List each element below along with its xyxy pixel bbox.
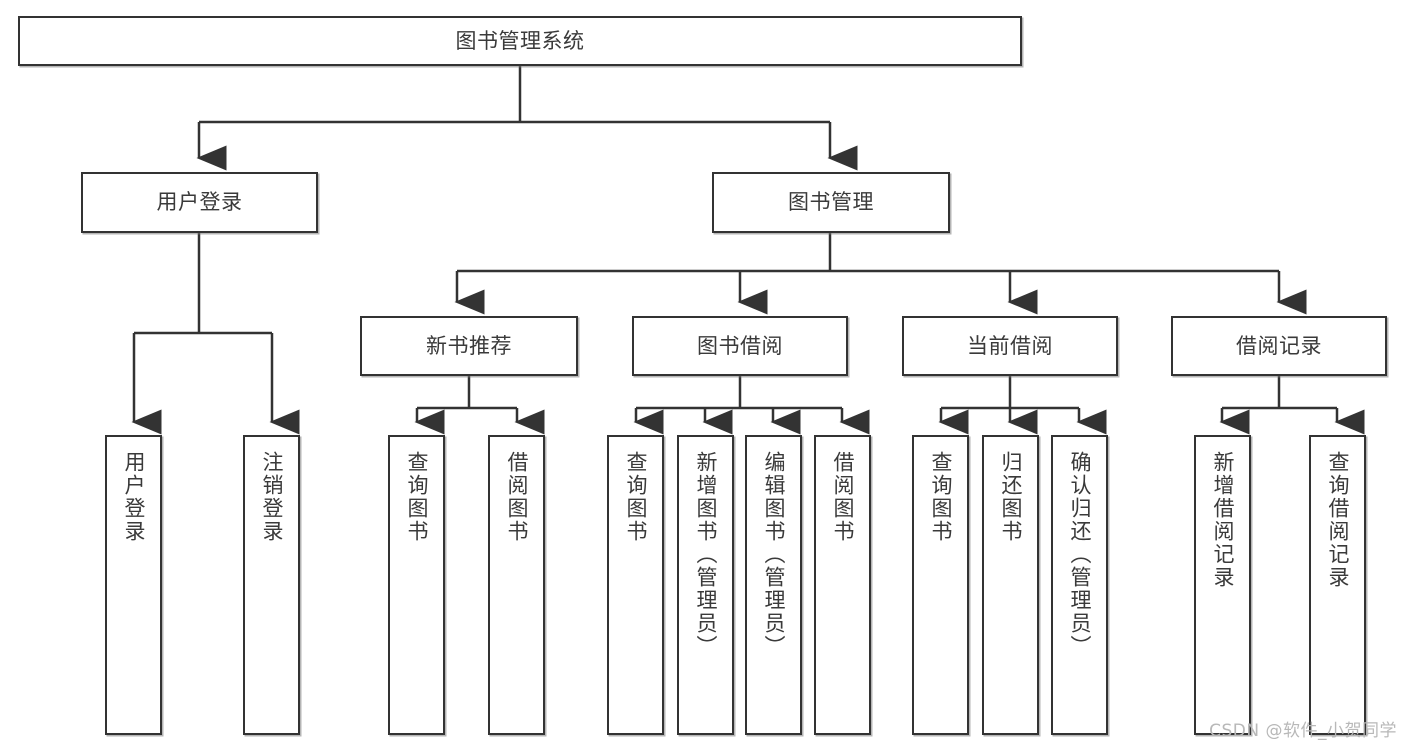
leaf-record-search-label: 查询借阅记录 — [1326, 451, 1350, 589]
leaf-current-search-label: 查询图书 — [929, 451, 953, 543]
leaf-borrow-lend-label: 借阅图书 — [831, 451, 855, 543]
leaf-borrow-edit-label: 编辑图书（管理员） — [762, 451, 786, 658]
leaf-record-search[interactable]: 查询借阅记录 — [1309, 435, 1366, 735]
node-current-borrow[interactable]: 当前借阅 — [902, 316, 1118, 376]
leaf-current-search[interactable]: 查询图书 — [912, 435, 969, 735]
node-borrow-record-label: 借阅记录 — [1236, 333, 1322, 358]
leaf-newbook-search[interactable]: 查询图书 — [388, 435, 445, 735]
node-user-login-label: 用户登录 — [156, 190, 243, 215]
leaf-current-return[interactable]: 归还图书 — [982, 435, 1039, 735]
leaf-borrow-add[interactable]: 新增图书（管理员） — [677, 435, 734, 735]
leaf-current-confirm[interactable]: 确认归还（管理员） — [1051, 435, 1108, 735]
leaf-current-confirm-label: 确认归还（管理员） — [1068, 451, 1092, 658]
leaf-newbook-search-label: 查询图书 — [405, 451, 429, 543]
node-new-book-label: 新书推荐 — [426, 333, 512, 358]
node-root[interactable]: 图书管理系统 — [18, 16, 1022, 66]
leaf-borrow-edit[interactable]: 编辑图书（管理员） — [745, 435, 802, 735]
leaf-borrow-add-label: 新增图书（管理员） — [694, 451, 718, 658]
leaf-user-login[interactable]: 用户登录 — [105, 435, 162, 735]
node-book-borrow-label: 图书借阅 — [697, 333, 783, 358]
leaf-record-add[interactable]: 新增借阅记录 — [1194, 435, 1251, 735]
leaf-borrow-search[interactable]: 查询图书 — [607, 435, 664, 735]
node-book-manage[interactable]: 图书管理 — [712, 172, 950, 233]
leaf-record-add-label: 新增借阅记录 — [1211, 451, 1235, 589]
leaf-borrow-lend[interactable]: 借阅图书 — [814, 435, 871, 735]
node-book-manage-label: 图书管理 — [788, 190, 874, 215]
leaf-borrow-search-label: 查询图书 — [624, 451, 648, 543]
node-borrow-record[interactable]: 借阅记录 — [1171, 316, 1387, 376]
leaf-current-return-label: 归还图书 — [999, 451, 1023, 543]
node-book-borrow[interactable]: 图书借阅 — [632, 316, 848, 376]
leaf-newbook-borrow[interactable]: 借阅图书 — [488, 435, 545, 735]
leaf-newbook-borrow-label: 借阅图书 — [505, 451, 529, 543]
watermark: CSDN @软件_小贺同学 — [1209, 721, 1397, 741]
node-user-login[interactable]: 用户登录 — [81, 172, 318, 233]
node-root-label: 图书管理系统 — [455, 28, 585, 53]
leaf-user-login-label: 用户登录 — [122, 451, 146, 543]
leaf-logout-label: 注销登录 — [260, 451, 284, 543]
node-new-book[interactable]: 新书推荐 — [360, 316, 578, 376]
node-current-borrow-label: 当前借阅 — [967, 333, 1053, 358]
leaf-logout[interactable]: 注销登录 — [243, 435, 300, 735]
